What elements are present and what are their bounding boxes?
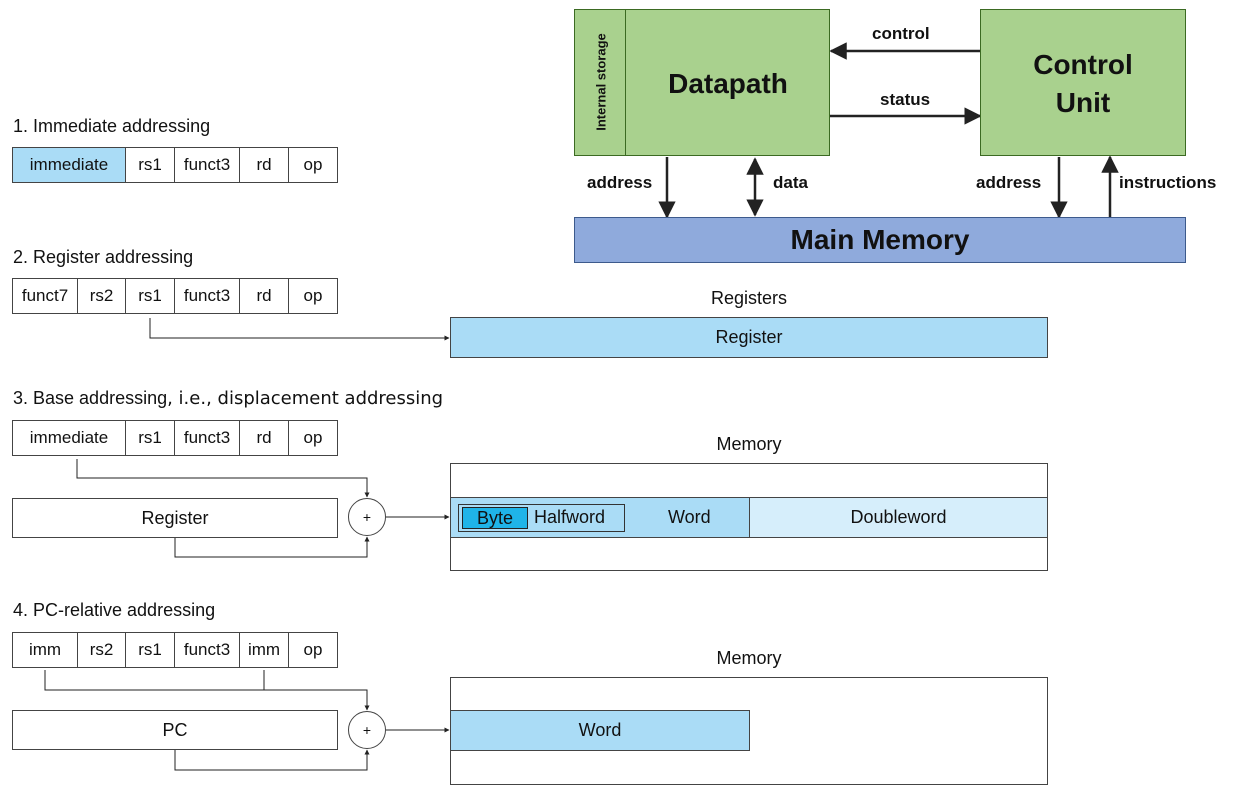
pc-box: PC [12,710,338,750]
memory-label: Memory [716,434,782,454]
field-funct3: funct3 [175,148,240,182]
mode2-title: 2. Register addressing [13,247,194,267]
address-label-left: address [587,173,653,192]
field-funct3: funct3 [175,421,240,455]
field-op: op [303,155,323,174]
mode3-title-main: 3. Base addressing [13,388,168,408]
datapath-label: Datapath [668,68,788,99]
mode3-title-suffix: , i.e., displacement addressing [167,388,444,409]
imm-to-adder-wire [44,670,370,711]
field-rs1: rs1 [126,279,175,313]
memory-doubleword-cell: Doubleword [749,497,1048,538]
field-imm-2: imm [240,633,289,667]
register-box: Register [450,317,1048,358]
mode1-instruction-format: immediate rs1 funct3 rd op [12,147,338,183]
adder-icon-2: + [348,711,386,749]
memory-label-2: Memory [716,648,782,668]
mode2-instruction-format: funct7 rs2 rs1 funct3 rd op [12,278,338,314]
mode4-instruction-format: imm rs2 rs1 funct3 imm op [12,632,338,668]
internal-storage-label: Internal storage [593,33,609,131]
mode3-instruction-format: immediate rs1 funct3 rd op [12,420,338,456]
address-label-right: address [976,173,1042,192]
data-label: data [773,173,808,192]
control-unit-block [980,9,1186,156]
field-rs2: rs2 [78,633,126,667]
field-rs1: rs1 [126,633,175,667]
control-unit-label: Control Unit [1033,49,1133,118]
field-funct7: funct7 [13,279,78,313]
registers-label: Registers [710,288,788,308]
status-label: status [880,90,931,109]
word-label: Word [668,507,711,527]
mode4-title: 4. PC-relative addressing [13,600,216,620]
field-rd: rd [240,279,289,313]
field-immediate: immediate [13,421,126,455]
field-immediate: immediate [13,148,126,182]
register-to-adder-wire [174,536,370,558]
field-rs1: rs1 [126,148,175,182]
instructions-label: instructions [1119,173,1217,192]
memory-word-cell-2: Word [450,710,750,751]
field-op: op [303,640,323,659]
field-imm: imm [13,633,78,667]
field-rd: rd [240,421,289,455]
immediate-to-adder-wire [76,459,370,498]
rs1-to-register-wire [149,318,450,341]
adder-icon: + [348,498,386,536]
pc-to-adder-wire [174,749,370,771]
field-op: op [303,286,323,305]
control-label: control [872,24,930,43]
field-rd: rd [240,148,289,182]
internal-storage-block [574,9,626,156]
base-register-box: Register [12,498,338,538]
field-rs2: rs2 [78,279,126,313]
field-funct3: funct3 [175,279,240,313]
field-op: op [303,428,323,447]
main-memory-block: Main Memory [574,217,1186,263]
field-funct3: funct3 [175,633,240,667]
mode3-title: 3. Base addressing, i.e., displacement a… [13,388,443,409]
halfword-label: Halfword [534,507,606,527]
mode1-title: 1. Immediate addressing [13,116,211,136]
memory-byte-cell: Byte [462,507,528,529]
field-rs1: rs1 [126,421,175,455]
